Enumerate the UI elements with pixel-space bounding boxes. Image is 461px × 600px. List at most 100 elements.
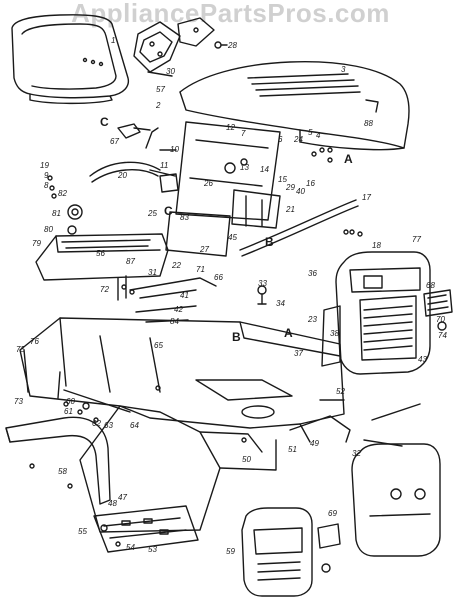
callout-54: 54 — [126, 543, 135, 552]
callout-65: 65 — [154, 341, 163, 350]
callout-22: 22 — [171, 261, 181, 270]
callout-74: 74 — [438, 331, 447, 340]
callout-73: 73 — [14, 397, 23, 406]
grille-housing-lower[interactable] — [351, 443, 441, 557]
headlight[interactable] — [423, 289, 453, 331]
callout-12: 12 — [226, 123, 235, 132]
lamp-small[interactable] — [317, 523, 341, 573]
callout-43: 43 — [418, 355, 427, 364]
callout-11: 11 — [160, 161, 168, 170]
callout-76: 76 — [30, 337, 39, 346]
callout-4: 4 — [316, 131, 321, 140]
callout-29: 29 — [285, 183, 295, 192]
callout-68: 68 — [426, 281, 435, 290]
dash-bracket[interactable] — [165, 189, 281, 257]
fender[interactable] — [5, 416, 111, 505]
side-panel[interactable] — [321, 305, 341, 367]
callout-19: 19 — [40, 161, 49, 170]
callout-24: 24 — [293, 135, 303, 144]
callout-84: 84 — [170, 317, 179, 326]
callout-41: 41 — [180, 291, 189, 300]
callout-49: 49 — [310, 439, 319, 448]
letter-c-1: C — [100, 115, 109, 129]
letter-b-1: B — [265, 235, 274, 249]
callout-79: 79 — [32, 239, 41, 248]
callout-33: 33 — [258, 279, 267, 288]
callout-63: 63 — [104, 421, 113, 430]
callout-83: 83 — [180, 213, 189, 222]
callout-15: 15 — [278, 175, 287, 184]
knob[interactable] — [67, 204, 83, 220]
callout-5: 5 — [308, 128, 313, 137]
callout-38: 38 — [330, 329, 339, 338]
letter-a-1: A — [344, 152, 353, 166]
callout-16: 16 — [306, 179, 315, 188]
callout-30: 30 — [166, 67, 175, 76]
grille-housing[interactable] — [335, 251, 431, 375]
callout-21: 21 — [285, 205, 295, 214]
callout-28: 28 — [227, 41, 237, 50]
frame[interactable] — [19, 317, 345, 533]
callout-36: 36 — [308, 269, 317, 278]
pedal-linkage[interactable] — [117, 275, 217, 323]
watermark: AppliancePartsPros.com — [71, 0, 390, 28]
screw-28[interactable] — [214, 41, 228, 49]
callout-8: 8 — [44, 181, 49, 190]
callout-70: 70 — [436, 315, 445, 324]
callout-60: 60 — [66, 397, 75, 406]
callout-75: 75 — [16, 345, 25, 354]
callout-37: 37 — [294, 349, 303, 358]
hood[interactable] — [179, 61, 410, 151]
callout-32: 32 — [352, 449, 361, 458]
callout-14: 14 — [260, 165, 269, 174]
callout-51: 51 — [288, 445, 297, 454]
callout-26: 26 — [203, 179, 213, 188]
callout-87: 87 — [126, 257, 135, 266]
spindle[interactable] — [257, 285, 267, 305]
callout-45: 45 — [228, 233, 237, 242]
callout-67: 67 — [110, 137, 119, 146]
callout-13: 13 — [240, 163, 249, 172]
bolt-cluster[interactable] — [47, 175, 57, 199]
callout-27: 27 — [199, 245, 209, 254]
callout-31: 31 — [148, 268, 157, 277]
callout-6: 6 — [278, 135, 283, 144]
callout-7: 7 — [241, 129, 246, 138]
knob-small[interactable] — [67, 225, 77, 235]
footrest-plate[interactable] — [93, 505, 199, 553]
callout-40: 40 — [296, 187, 305, 196]
bolt-set[interactable] — [311, 147, 363, 237]
callout-17: 17 — [362, 193, 371, 202]
seat-bracket[interactable] — [133, 17, 215, 77]
control-cable[interactable] — [89, 161, 359, 257]
callout-2: 2 — [155, 101, 161, 110]
headlight-lower[interactable] — [241, 507, 313, 597]
side-rail[interactable] — [289, 415, 351, 443]
callout-3: 3 — [341, 65, 346, 74]
callout-58: 58 — [58, 467, 67, 476]
callout-57: 57 — [156, 85, 165, 94]
callout-20: 20 — [117, 171, 127, 180]
battery-tray[interactable] — [35, 233, 169, 281]
rod[interactable] — [57, 371, 421, 447]
callout-50: 50 — [242, 455, 251, 464]
callout-80: 80 — [44, 225, 53, 234]
callout-18: 18 — [372, 241, 381, 250]
callout-9: 9 — [44, 171, 49, 180]
callout-64: 64 — [130, 421, 139, 430]
callout-71: 71 — [196, 265, 205, 274]
hinge[interactable] — [145, 127, 179, 193]
callout-56: 56 — [96, 249, 105, 258]
ignition-key[interactable] — [117, 123, 151, 139]
callout-42: 42 — [174, 305, 183, 314]
seat[interactable] — [11, 14, 130, 105]
callout-1: 1 — [111, 36, 115, 45]
callout-88: 88 — [364, 119, 373, 128]
callout-55: 55 — [78, 527, 87, 536]
callout-10: 10 — [170, 145, 179, 154]
letter-b-2: B — [232, 330, 241, 344]
callout-48: 48 — [108, 499, 117, 508]
hardware-bolts[interactable] — [29, 385, 247, 547]
callout-25: 25 — [147, 209, 157, 218]
